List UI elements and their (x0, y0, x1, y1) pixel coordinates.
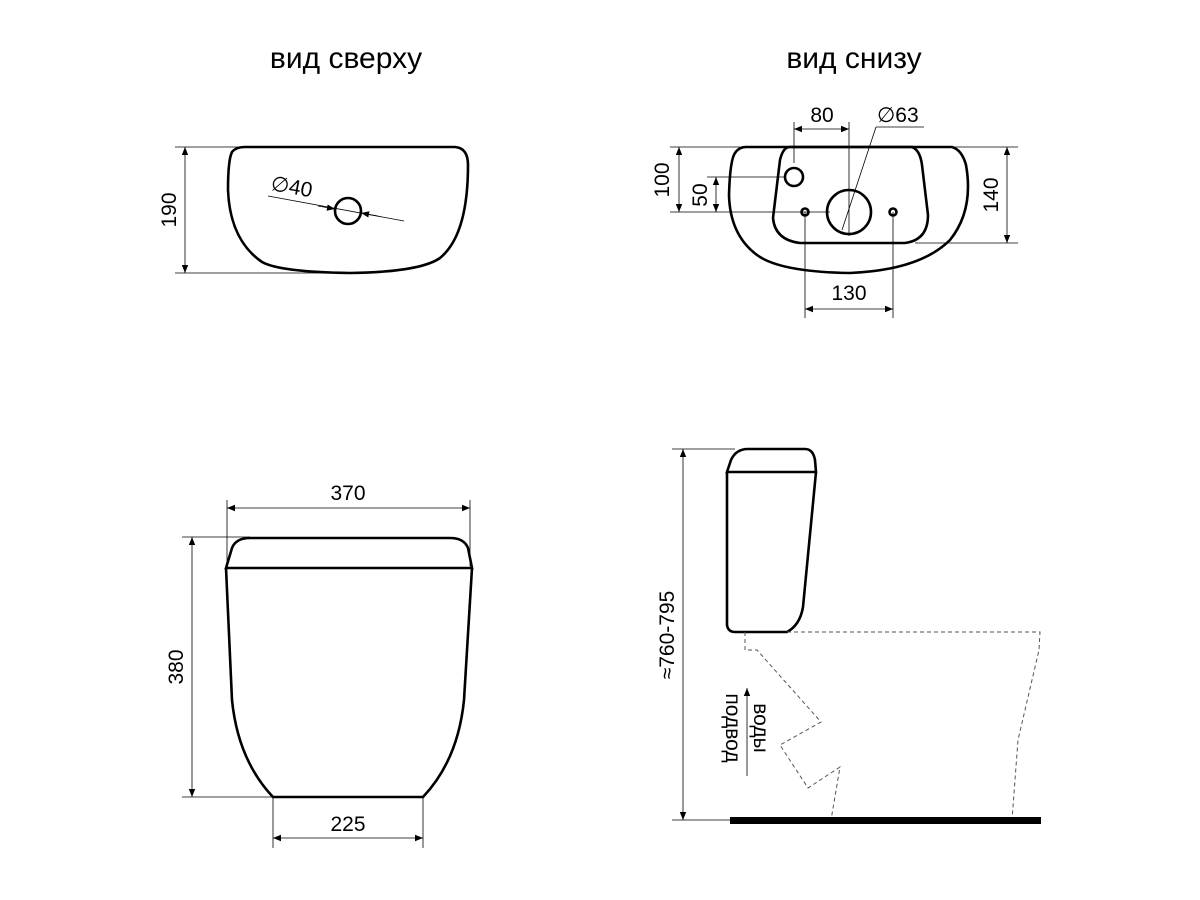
tank-body (224, 567, 474, 799)
base-dimension: 225 (330, 813, 365, 836)
tank-lid (224, 536, 474, 570)
dimension-140: 140 (980, 177, 1003, 212)
front-view: 370 380 225 (165, 482, 474, 848)
dimension-100: 100 (651, 162, 674, 197)
tank-bottom-outline (727, 145, 970, 275)
water-supply-label-1: подвод (721, 693, 744, 762)
side-view: ≈760-795 подвод воды (656, 447, 1041, 824)
inlet-hole (783, 166, 805, 188)
height-dimension: 380 (165, 649, 188, 684)
outlet-diameter-label: ∅63 (877, 104, 919, 127)
depth-dimension: 190 (158, 192, 181, 227)
tank-side-body (725, 471, 818, 634)
tank-top-outline (226, 145, 470, 275)
water-supply-label-2: воды (749, 703, 772, 753)
floor (730, 817, 1041, 824)
total-height-dimension: ≈760-795 (656, 591, 679, 680)
button-hole (333, 196, 363, 226)
tank-side-lid (725, 447, 818, 474)
dimension-130: 130 (831, 282, 866, 305)
toilet-bowl-outline (744, 631, 1041, 821)
bottom-view: вид снизу 80 ∅63 100 50 140 130 (651, 42, 1018, 318)
dimension-50: 50 (689, 183, 712, 206)
offset-dimension: 80 (810, 104, 833, 127)
top-view: вид сверху ∅40 190 (158, 42, 470, 275)
width-dimension: 370 (330, 482, 365, 505)
top-view-title: вид сверху (270, 42, 422, 75)
bottom-view-title: вид снизу (786, 42, 921, 75)
inner-recess-outline (771, 145, 930, 245)
